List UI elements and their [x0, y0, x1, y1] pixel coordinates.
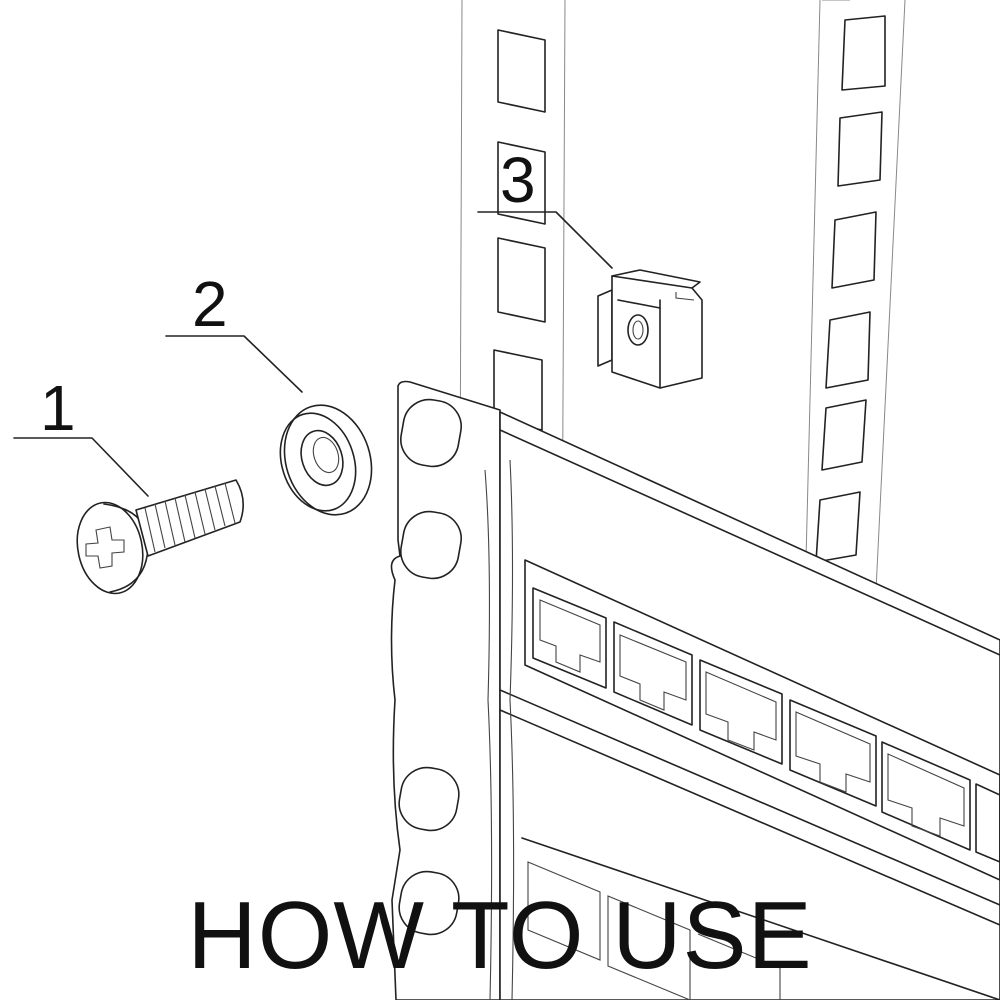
rack-rail-right	[805, 0, 906, 591]
callout-1: 1	[13, 372, 149, 497]
rj45-port	[881, 741, 971, 851]
mounting-ear	[390, 380, 501, 1000]
callout-number-3: 3	[500, 144, 536, 216]
rj45-port	[699, 659, 783, 765]
screw	[76, 479, 244, 595]
callout-2: 2	[165, 268, 303, 393]
cage-nut	[597, 269, 703, 389]
callout-3: 3	[477, 144, 613, 269]
rj45-port	[613, 621, 693, 726]
upper-port-row	[524, 559, 1000, 881]
callout-number-1: 1	[40, 372, 76, 444]
washer	[279, 404, 373, 516]
callout-number-2: 2	[192, 268, 228, 340]
page-title: HOW TO USE	[187, 882, 812, 989]
rj45-port	[532, 587, 607, 689]
patch-panel	[390, 380, 1000, 1000]
rail-right-square-holes	[815, 15, 886, 563]
panel-face-upper	[499, 411, 1000, 1000]
rj45-port	[789, 699, 877, 807]
rail-left-square-holes	[493, 29, 546, 431]
lower-port-row	[521, 837, 1000, 1000]
rj45-port	[975, 783, 1000, 863]
screw-shaft	[135, 479, 244, 557]
ear-oval-holes	[398, 398, 462, 936]
